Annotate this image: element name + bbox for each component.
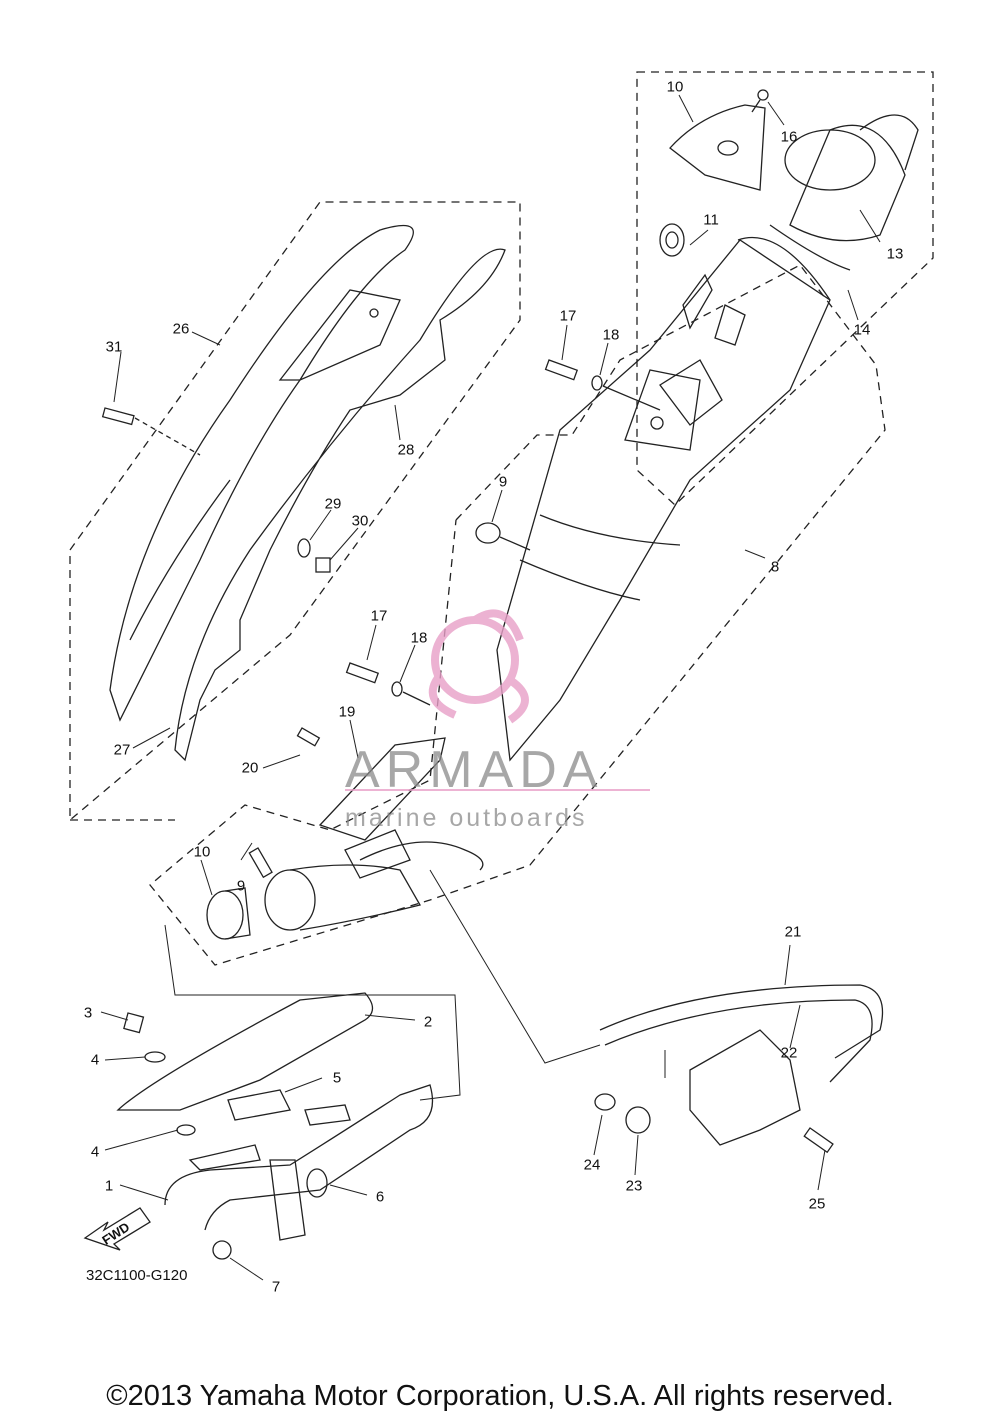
callout-6: 6: [375, 1188, 385, 1206]
callout-4-lower: 4: [90, 1143, 100, 1161]
callout-15: 14: [853, 321, 871, 339]
callout-8: 8: [770, 558, 780, 576]
watermark-tagline: marine outboards: [345, 804, 588, 832]
callout-4-upper: 4: [90, 1051, 100, 1069]
callout-7: 7: [271, 1278, 281, 1296]
callout-17-upper: 17: [559, 307, 577, 325]
side-cover-26: [109, 224, 414, 722]
callout-18-upper: 18: [602, 326, 620, 344]
inner-cover-28: [174, 248, 506, 762]
heat-protector-19: [296, 727, 446, 841]
callout-26: 26: [172, 320, 190, 338]
callout-11: 9: [498, 473, 508, 491]
callout-20: 20: [241, 759, 259, 777]
part-code: 32C1100-G120: [86, 1267, 188, 1284]
group-boundary-lines: [69, 71, 934, 966]
fwd-arrow-icon: [83, 1207, 151, 1251]
copyright-notice: ©2013 Yamaha Motor Corporation, U.S.A. A…: [106, 1380, 894, 1412]
callout-22: 22: [780, 1044, 798, 1062]
muffler-body: [496, 236, 831, 762]
end-cap-assembly: [669, 89, 769, 191]
grommet-11: [475, 522, 501, 544]
callout-18-lower: 18: [410, 629, 428, 647]
grommet: [659, 223, 685, 257]
callout-31: 31: [105, 338, 123, 356]
callout-9: 9: [236, 877, 246, 895]
callout-14: 13: [886, 245, 904, 263]
exhaust-pipe-1: [164, 1084, 434, 1260]
callout-29: 29: [324, 495, 342, 513]
callout-10: 10: [193, 843, 211, 861]
callout-30: 30: [351, 512, 369, 530]
bolt-31: [101, 407, 135, 426]
exhaust-joint: [206, 829, 484, 940]
callout-16: 16: [780, 128, 798, 146]
callout-27: 27: [113, 741, 131, 759]
callout-28: 28: [397, 441, 415, 459]
callout-3: 3: [83, 1004, 93, 1022]
reference-lines: [164, 869, 666, 1101]
bolt-washer-set: [345, 359, 661, 706]
heat-protector-2: [116, 992, 374, 1171]
cable-and-servo: [594, 984, 884, 1154]
callout-25: 25: [808, 1195, 826, 1213]
tail-pipe: [769, 114, 919, 271]
watermark-name: ARMADA: [345, 741, 604, 799]
callout-17-lower: 17: [370, 607, 388, 625]
callout-12: 11: [703, 211, 719, 229]
callout-13: 10: [666, 78, 684, 96]
callout-23: 23: [625, 1177, 643, 1195]
callout-1: 1: [104, 1177, 114, 1195]
watermark-propeller-icon: [345, 609, 650, 791]
callout-19: 19: [338, 703, 356, 721]
leader-lines: [100, 94, 881, 1281]
callout-5: 5: [332, 1069, 342, 1087]
callout-21: 21: [784, 923, 802, 941]
callout-24: 24: [583, 1156, 601, 1174]
callout-2: 2: [423, 1013, 433, 1031]
